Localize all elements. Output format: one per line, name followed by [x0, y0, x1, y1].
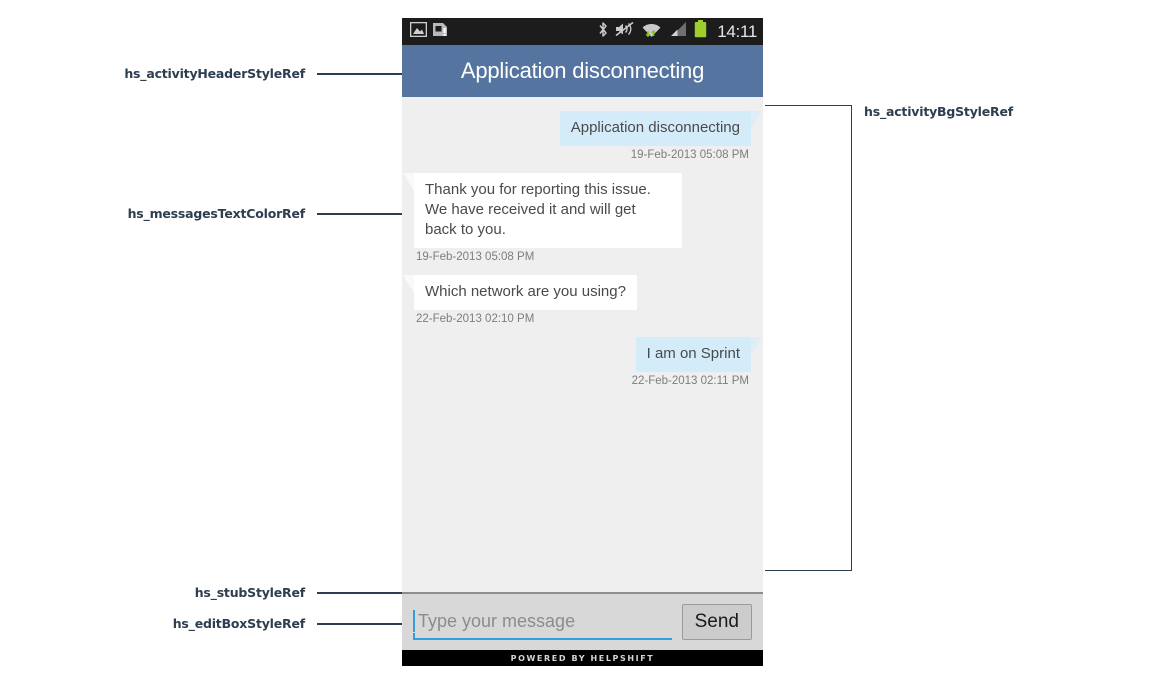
message-bubble-incoming: Thank you for reporting this issue. We h…: [403, 173, 682, 248]
volume-mute-icon: [615, 21, 635, 42]
annotation-label-activity-header: hs_activityHeaderStyleRef: [124, 66, 305, 81]
message-bubble-outgoing: I am on Sprint: [635, 337, 763, 372]
wifi-icon: [642, 21, 661, 43]
message-timestamp: 19-Feb-2013 05:08 PM: [416, 251, 535, 263]
sim-card-alert-icon: [432, 22, 448, 42]
annotation-label-editbox: hs_editBoxStyleRef: [172, 616, 305, 631]
message-input-placeholder: Type your message: [418, 610, 576, 631]
battery-full-icon: [694, 20, 707, 43]
phone-screen: 14:11 Application disconnecting Applicat…: [402, 18, 763, 666]
send-button[interactable]: Send: [681, 604, 752, 640]
message-item: Which network are you using? 22-Feb-2013…: [403, 275, 751, 325]
message-list[interactable]: Application disconnecting 19-Feb-2013 05…: [402, 97, 763, 592]
text-caret: [413, 610, 415, 632]
message-timestamp: 22-Feb-2013 02:11 PM: [631, 375, 749, 387]
message-bubble-outgoing: Application disconnecting: [559, 111, 763, 146]
page-title: Application disconnecting: [460, 58, 705, 83]
message-item: Application disconnecting 19-Feb-2013 05…: [414, 111, 763, 161]
powered-by-text: POWERED BY HELPSHIFT: [510, 653, 655, 663]
compose-stub-bar: Type your message Send: [402, 592, 763, 650]
annotation-leader-messages-text-color: [317, 213, 402, 215]
annotation-label-activity-bg: hs_activityBgStyleRef: [864, 104, 1013, 119]
bluetooth-icon: [598, 21, 608, 43]
annotation-leader-editbox: [317, 623, 402, 625]
annotation-leader-activity-header: [317, 73, 402, 75]
message-bubble-incoming: Which network are you using?: [403, 275, 637, 310]
status-bar-clock: 14:11: [717, 21, 757, 41]
message-timestamp: 19-Feb-2013 05:08 PM: [630, 149, 749, 161]
annotation-bracket-activity-bg: [765, 105, 852, 571]
message-item: I am on Sprint 22-Feb-2013 02:11 PM: [414, 337, 763, 387]
annotation-leader-stub: [317, 592, 402, 594]
gallery-image-icon: [409, 21, 428, 42]
message-input[interactable]: Type your message: [413, 604, 672, 640]
annotation-label-messages-text-color: hs_messagesTextColorRef: [127, 206, 306, 221]
status-bar-left-icons: [409, 21, 448, 42]
powered-by-footer: POWERED BY HELPSHIFT: [402, 650, 763, 666]
cellular-signal-icon: [668, 21, 687, 42]
activity-header: Application disconnecting: [402, 45, 763, 97]
message-timestamp: 22-Feb-2013 02:10 PM: [416, 313, 535, 325]
message-item: Thank you for reporting this issue. We h…: [403, 173, 751, 263]
status-bar-right-icons: 14:11: [598, 20, 757, 43]
status-bar: 14:11: [402, 18, 763, 45]
annotation-label-stub: hs_stubStyleRef: [194, 585, 305, 600]
